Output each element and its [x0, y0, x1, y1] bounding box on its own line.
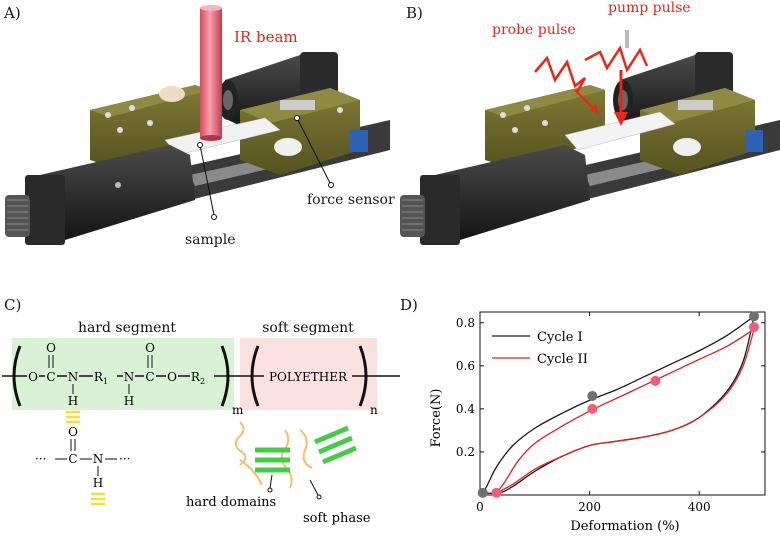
- subscript-m: m: [232, 403, 244, 417]
- hard-domains-label: hard domains: [186, 495, 276, 510]
- atom-o-1: O: [28, 370, 38, 384]
- soft-phase-label: soft phase: [303, 511, 371, 526]
- legend-label-1: Cycle I: [537, 330, 583, 345]
- left-olive-plate-b: [485, 85, 605, 168]
- hydrogen-bond-2: [91, 492, 105, 506]
- right-olive-plate: [240, 88, 368, 175]
- atom-o-2: O: [167, 370, 177, 384]
- sample-label: sample: [185, 232, 236, 248]
- right-olive-plate-b: [640, 88, 763, 175]
- panel-c-letter: C): [4, 296, 22, 314]
- series-1-marker: [477, 487, 488, 498]
- chart-ylabel: Force(N): [429, 389, 444, 448]
- force-sensor-label: force sensor: [307, 192, 395, 208]
- front-motor: [5, 145, 195, 245]
- atom-r2: R2: [191, 370, 205, 386]
- chart-curves: [479, 315, 755, 494]
- atom-n-2: N: [124, 370, 135, 384]
- pump-pulse-label: pump pulse: [608, 0, 691, 16]
- x-tick-label: 400: [688, 500, 711, 514]
- chart-xlabel: Deformation (%): [570, 519, 679, 534]
- atom-c-2: C: [145, 370, 154, 384]
- series-2-marker: [650, 375, 661, 386]
- right-bracket-hard: [220, 345, 230, 407]
- panel-a-letter: A): [4, 4, 21, 22]
- atom-n-lower: N: [93, 452, 104, 466]
- front-motor-b: [400, 145, 590, 245]
- atom-h-2: H: [124, 394, 134, 408]
- y-tick-label: 0.4: [456, 402, 475, 416]
- pump-pulse-zigzag: [584, 45, 649, 73]
- stretched-sample: [564, 111, 676, 151]
- hard-segment-title: hard segment: [78, 320, 176, 336]
- atom-c-lower: C: [68, 452, 77, 466]
- chart-legend: Cycle I Cycle II: [492, 330, 588, 367]
- dots-left: ···: [35, 452, 46, 466]
- panel-c-chemistry: hard segment soft segment O C O N H R1 N…: [2, 320, 400, 526]
- hard-domain-left: [255, 447, 290, 473]
- right-bracket-soft: [358, 345, 368, 407]
- morphology-sketch: [234, 421, 357, 500]
- y-tick-label: 0.2: [456, 445, 475, 459]
- panel-b-apparatus: [400, 30, 780, 245]
- dots-right: ···: [119, 452, 130, 466]
- ir-beam: [200, 5, 222, 141]
- atom-o-lower: O: [68, 425, 78, 439]
- atom-c-1: C: [46, 370, 55, 384]
- probe-pulse-zigzag: [534, 55, 587, 93]
- panel-b-letter: B): [406, 4, 423, 22]
- probe-pulse-label: probe pulse: [492, 22, 576, 38]
- panel-a-apparatus: [5, 5, 390, 245]
- x-tick-label: 200: [578, 500, 601, 514]
- subscript-n: n: [370, 403, 378, 417]
- left-bracket-hard: [12, 345, 22, 407]
- series-1-loading-line: [479, 315, 755, 494]
- series-2-marker: [587, 403, 598, 414]
- legend-label-2: Cycle II: [537, 352, 588, 367]
- atom-h-1: H: [68, 394, 78, 408]
- y-tick-label: 0.8: [456, 316, 475, 330]
- series-1-marker: [587, 390, 598, 401]
- atom-h-lower: H: [93, 476, 103, 490]
- hard-domain-right: [314, 425, 357, 465]
- series-2-unloading-line: [496, 329, 755, 494]
- plot-frame: [479, 311, 766, 496]
- polyether-label: POLYETHER: [269, 370, 348, 384]
- series-2-marker: [491, 487, 502, 498]
- force-deformation-chart: Force(N) Deformation (%) 0 200 400 0.2 0.4 0.…: [429, 311, 766, 534]
- series-2-loading-line: [495, 328, 755, 494]
- atom-r1: R1: [94, 370, 108, 386]
- hydrogen-bond-1: [66, 410, 80, 424]
- chart-axes: 0 200 400 0.2 0.4 0.6 0.8: [456, 311, 766, 514]
- atom-o-top-2: O: [145, 341, 155, 355]
- series-1-marker: [749, 311, 760, 322]
- chart-markers: [477, 311, 760, 498]
- ir-beam-label: IR beam: [234, 28, 298, 46]
- left-bracket-soft: [250, 345, 260, 407]
- y-tick-label: 0.6: [456, 359, 475, 373]
- series-2-marker: [749, 322, 760, 333]
- atom-o-top-1: O: [46, 341, 56, 355]
- soft-segment-title: soft segment: [262, 320, 354, 336]
- panel-d-letter: D): [400, 296, 418, 314]
- atom-n-1: N: [68, 370, 79, 384]
- x-tick-label: 0: [476, 500, 484, 514]
